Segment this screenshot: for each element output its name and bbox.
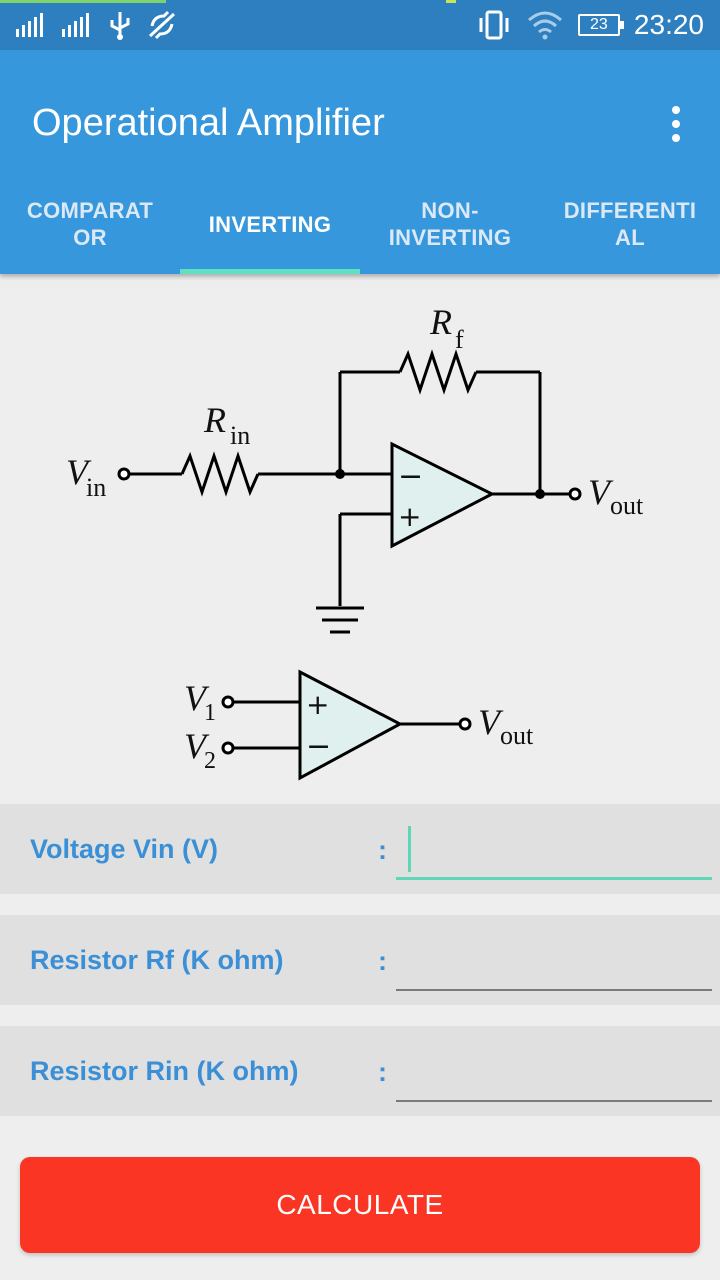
opamp-triangle bbox=[390, 441, 496, 549]
rf-input[interactable] bbox=[396, 931, 712, 991]
vin-sub: in bbox=[86, 473, 106, 502]
colon: : bbox=[378, 835, 387, 865]
v1-sub: 1 bbox=[204, 700, 216, 726]
plus-label: + bbox=[398, 500, 421, 533]
tab-label: NON- bbox=[421, 198, 479, 223]
signal-icon bbox=[16, 13, 43, 37]
inverting-amplifier-diagram bbox=[117, 349, 582, 634]
vin-label-text: Voltage Vin (V) bbox=[30, 834, 219, 864]
calculate-button[interactable]: CALCULATE bbox=[20, 1157, 700, 1253]
colon: : bbox=[378, 1057, 387, 1087]
text-caret bbox=[408, 826, 411, 872]
vin-label: V bbox=[66, 452, 92, 492]
rin-input[interactable] bbox=[396, 1042, 712, 1102]
comparator-diagram bbox=[221, 669, 472, 781]
tab-label: COMPARAT bbox=[26, 198, 154, 223]
usb-icon bbox=[110, 12, 130, 40]
download-progress bbox=[446, 0, 456, 3]
wifi-icon bbox=[527, 11, 562, 40]
circuit-diagram: R f R in V in V out − + V 1 V 2 V out + … bbox=[66, 302, 644, 781]
v1-terminal bbox=[221, 695, 235, 709]
rin-label: R bbox=[203, 400, 226, 440]
battery-icon: 23 bbox=[577, 14, 624, 36]
vin-input[interactable] bbox=[396, 820, 712, 880]
vout-label: V bbox=[588, 472, 614, 512]
clock: 23:20 bbox=[633, 9, 704, 40]
vout-sub: out bbox=[610, 491, 644, 520]
v2-label: V bbox=[184, 726, 210, 766]
rf-sub: f bbox=[455, 325, 464, 354]
status-bar: 23 23:20 bbox=[0, 0, 720, 50]
v2-terminal bbox=[221, 741, 235, 755]
comparator-plus-label: + bbox=[306, 688, 329, 721]
v1-label: V bbox=[184, 678, 210, 718]
download-progress bbox=[0, 0, 166, 3]
signal-icon bbox=[62, 13, 89, 37]
tab-label: AL bbox=[615, 225, 645, 250]
page-title: Operational Amplifier bbox=[32, 102, 385, 144]
tab-label: INVERTING bbox=[208, 211, 332, 237]
tab-label: INVERTING bbox=[388, 225, 512, 250]
overflow-menu-icon[interactable] bbox=[660, 102, 692, 146]
rin-sub: in bbox=[230, 421, 250, 450]
opamp-triangle bbox=[298, 669, 404, 781]
comparator-vout-label: V bbox=[478, 702, 504, 742]
vout-terminal bbox=[458, 717, 472, 731]
v2-sub: 2 bbox=[204, 748, 216, 774]
comparator-vout-sub: out bbox=[500, 721, 534, 750]
vin-terminal bbox=[117, 467, 131, 481]
vibrate-icon bbox=[479, 10, 509, 40]
rf-label-text: Resistor Rf (K ohm) bbox=[30, 945, 284, 975]
minus-label: − bbox=[398, 459, 423, 494]
tab-inverting[interactable]: INVERTING bbox=[180, 174, 360, 274]
comparator-minus-label: − bbox=[306, 729, 331, 764]
tab-non-inverting[interactable]: NON-INVERTING bbox=[360, 174, 540, 274]
colon: : bbox=[378, 946, 387, 976]
tab-label: OR bbox=[73, 225, 107, 250]
tab-label: DIFFERENTI bbox=[563, 198, 697, 223]
vout-terminal bbox=[568, 487, 582, 501]
no-sync-icon bbox=[148, 10, 176, 40]
rf-row: Resistor Rf (K ohm) : bbox=[0, 915, 720, 1005]
rin-resistor bbox=[180, 451, 260, 497]
rin-row: Resistor Rin (K ohm) : bbox=[0, 1026, 720, 1116]
vin-row: Voltage Vin (V) : bbox=[0, 804, 720, 894]
rin-label-text: Resistor Rin (K ohm) bbox=[30, 1056, 299, 1086]
rf-label: R bbox=[429, 302, 452, 342]
rf-resistor bbox=[398, 349, 478, 395]
